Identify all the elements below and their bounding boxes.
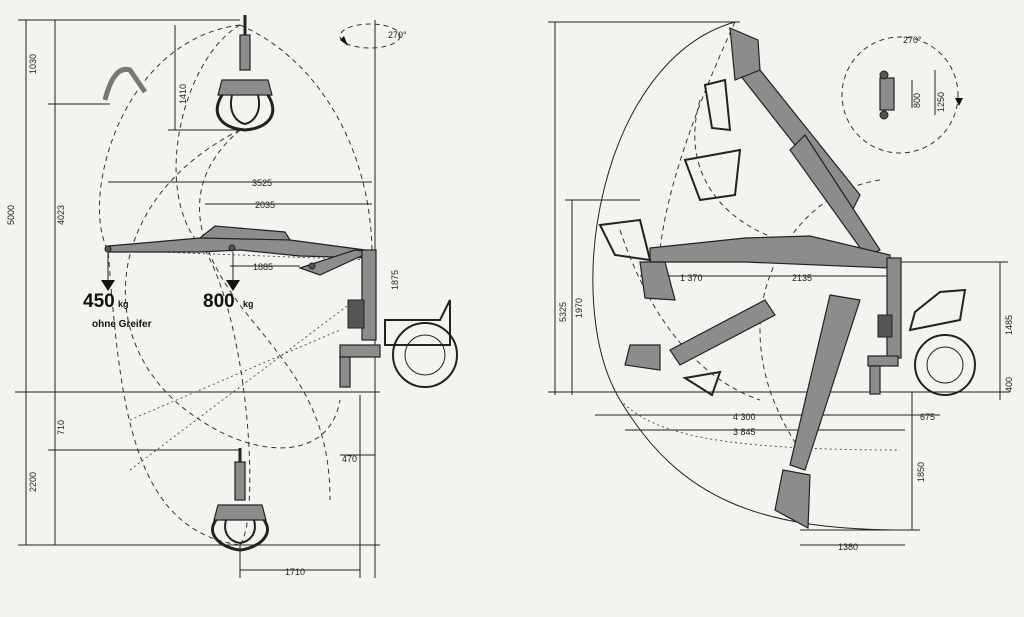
arc-bottom — [619, 399, 901, 451]
inner-arc-2 — [619, 229, 761, 401]
grapple-top — [215, 15, 275, 132]
bucket-sketch-2 — [703, 78, 732, 132]
hook-sketch — [102, 66, 148, 101]
dim-1710: 1710 — [285, 567, 305, 577]
dim-5000: 5000 — [6, 205, 16, 225]
dim-1410: 1410 — [178, 84, 188, 104]
grapple-bottom — [211, 448, 269, 552]
dim-400: 400 — [1004, 377, 1014, 392]
dim-2135: 2135 — [792, 273, 812, 283]
load-arrow-450 — [101, 280, 115, 291]
load-value-450: 450 — [83, 291, 115, 312]
rotation-label-left: 270° — [388, 30, 407, 40]
boom-horizontal-ref — [107, 249, 371, 261]
backhoe-tractor — [867, 257, 976, 396]
dim-3525: 3525 — [252, 178, 272, 188]
dim-4023: 4023 — [56, 205, 66, 225]
dim-2035: 2035 — [255, 200, 275, 210]
backhoe-arm-lowered — [774, 294, 861, 529]
dim-1850: 1850 — [916, 462, 926, 482]
load-arrow-800 — [226, 280, 240, 291]
dim-470: 470 — [342, 454, 357, 464]
rotation-circle-left — [339, 23, 401, 49]
bucket-sketch-1 — [683, 148, 742, 202]
crane-boom — [104, 225, 374, 276]
reach-envelope-outer — [98, 24, 241, 546]
load-unit-800: kg — [243, 299, 254, 309]
bucket-sketch-3 — [598, 218, 652, 262]
dim-2200: 2200 — [28, 472, 38, 492]
dim-1250: 1250 — [936, 92, 946, 112]
load-unit-450: kg — [118, 299, 129, 309]
dim-800: 800 — [912, 93, 922, 108]
load-value-800: 800 — [203, 291, 235, 312]
dim-1875: 1875 — [390, 270, 400, 290]
reach-envelope-right — [239, 24, 373, 251]
dim-5325: 5325 — [558, 302, 568, 322]
dim-1970: 1970 — [574, 298, 584, 318]
dim-710: 710 — [56, 420, 66, 435]
bucket-sketch-4 — [682, 370, 722, 397]
rotation-circle-right — [841, 36, 959, 154]
rotation-arrow-right — [955, 98, 963, 106]
rotation-detail — [879, 70, 936, 120]
rotation-label-right: 270° — [903, 35, 922, 45]
dim-1370: 1 370 — [680, 273, 703, 283]
rotation-arrow-left — [340, 36, 348, 46]
backhoe-arm-mid — [624, 299, 776, 371]
dim-1030: 1030 — [28, 54, 38, 74]
backhoe-arm-horizontal — [639, 235, 891, 301]
dim-1885: 1885 — [253, 262, 273, 272]
dim-675: 675 — [920, 412, 935, 422]
dim-1380: 1380 — [838, 542, 858, 552]
note-ohne-greifer: ohne Greifer — [92, 319, 152, 330]
inner-arc-3 — [694, 99, 781, 241]
inner-envelope-2 — [199, 129, 331, 501]
inner-envelope — [124, 129, 341, 449]
diag-ref-2 — [129, 299, 356, 471]
diag-ref-1 — [129, 329, 341, 421]
dim-1485: 1485 — [1004, 315, 1014, 335]
backhoe-arm-raised — [729, 27, 881, 257]
backhoe-drawing — [548, 21, 1010, 546]
dim-4300: 4 300 — [733, 412, 756, 422]
dim-3845: 3 845 — [733, 427, 756, 437]
grapple-crane-drawing — [15, 15, 458, 578]
dig-envelope — [592, 21, 906, 531]
crane-column — [339, 249, 458, 388]
